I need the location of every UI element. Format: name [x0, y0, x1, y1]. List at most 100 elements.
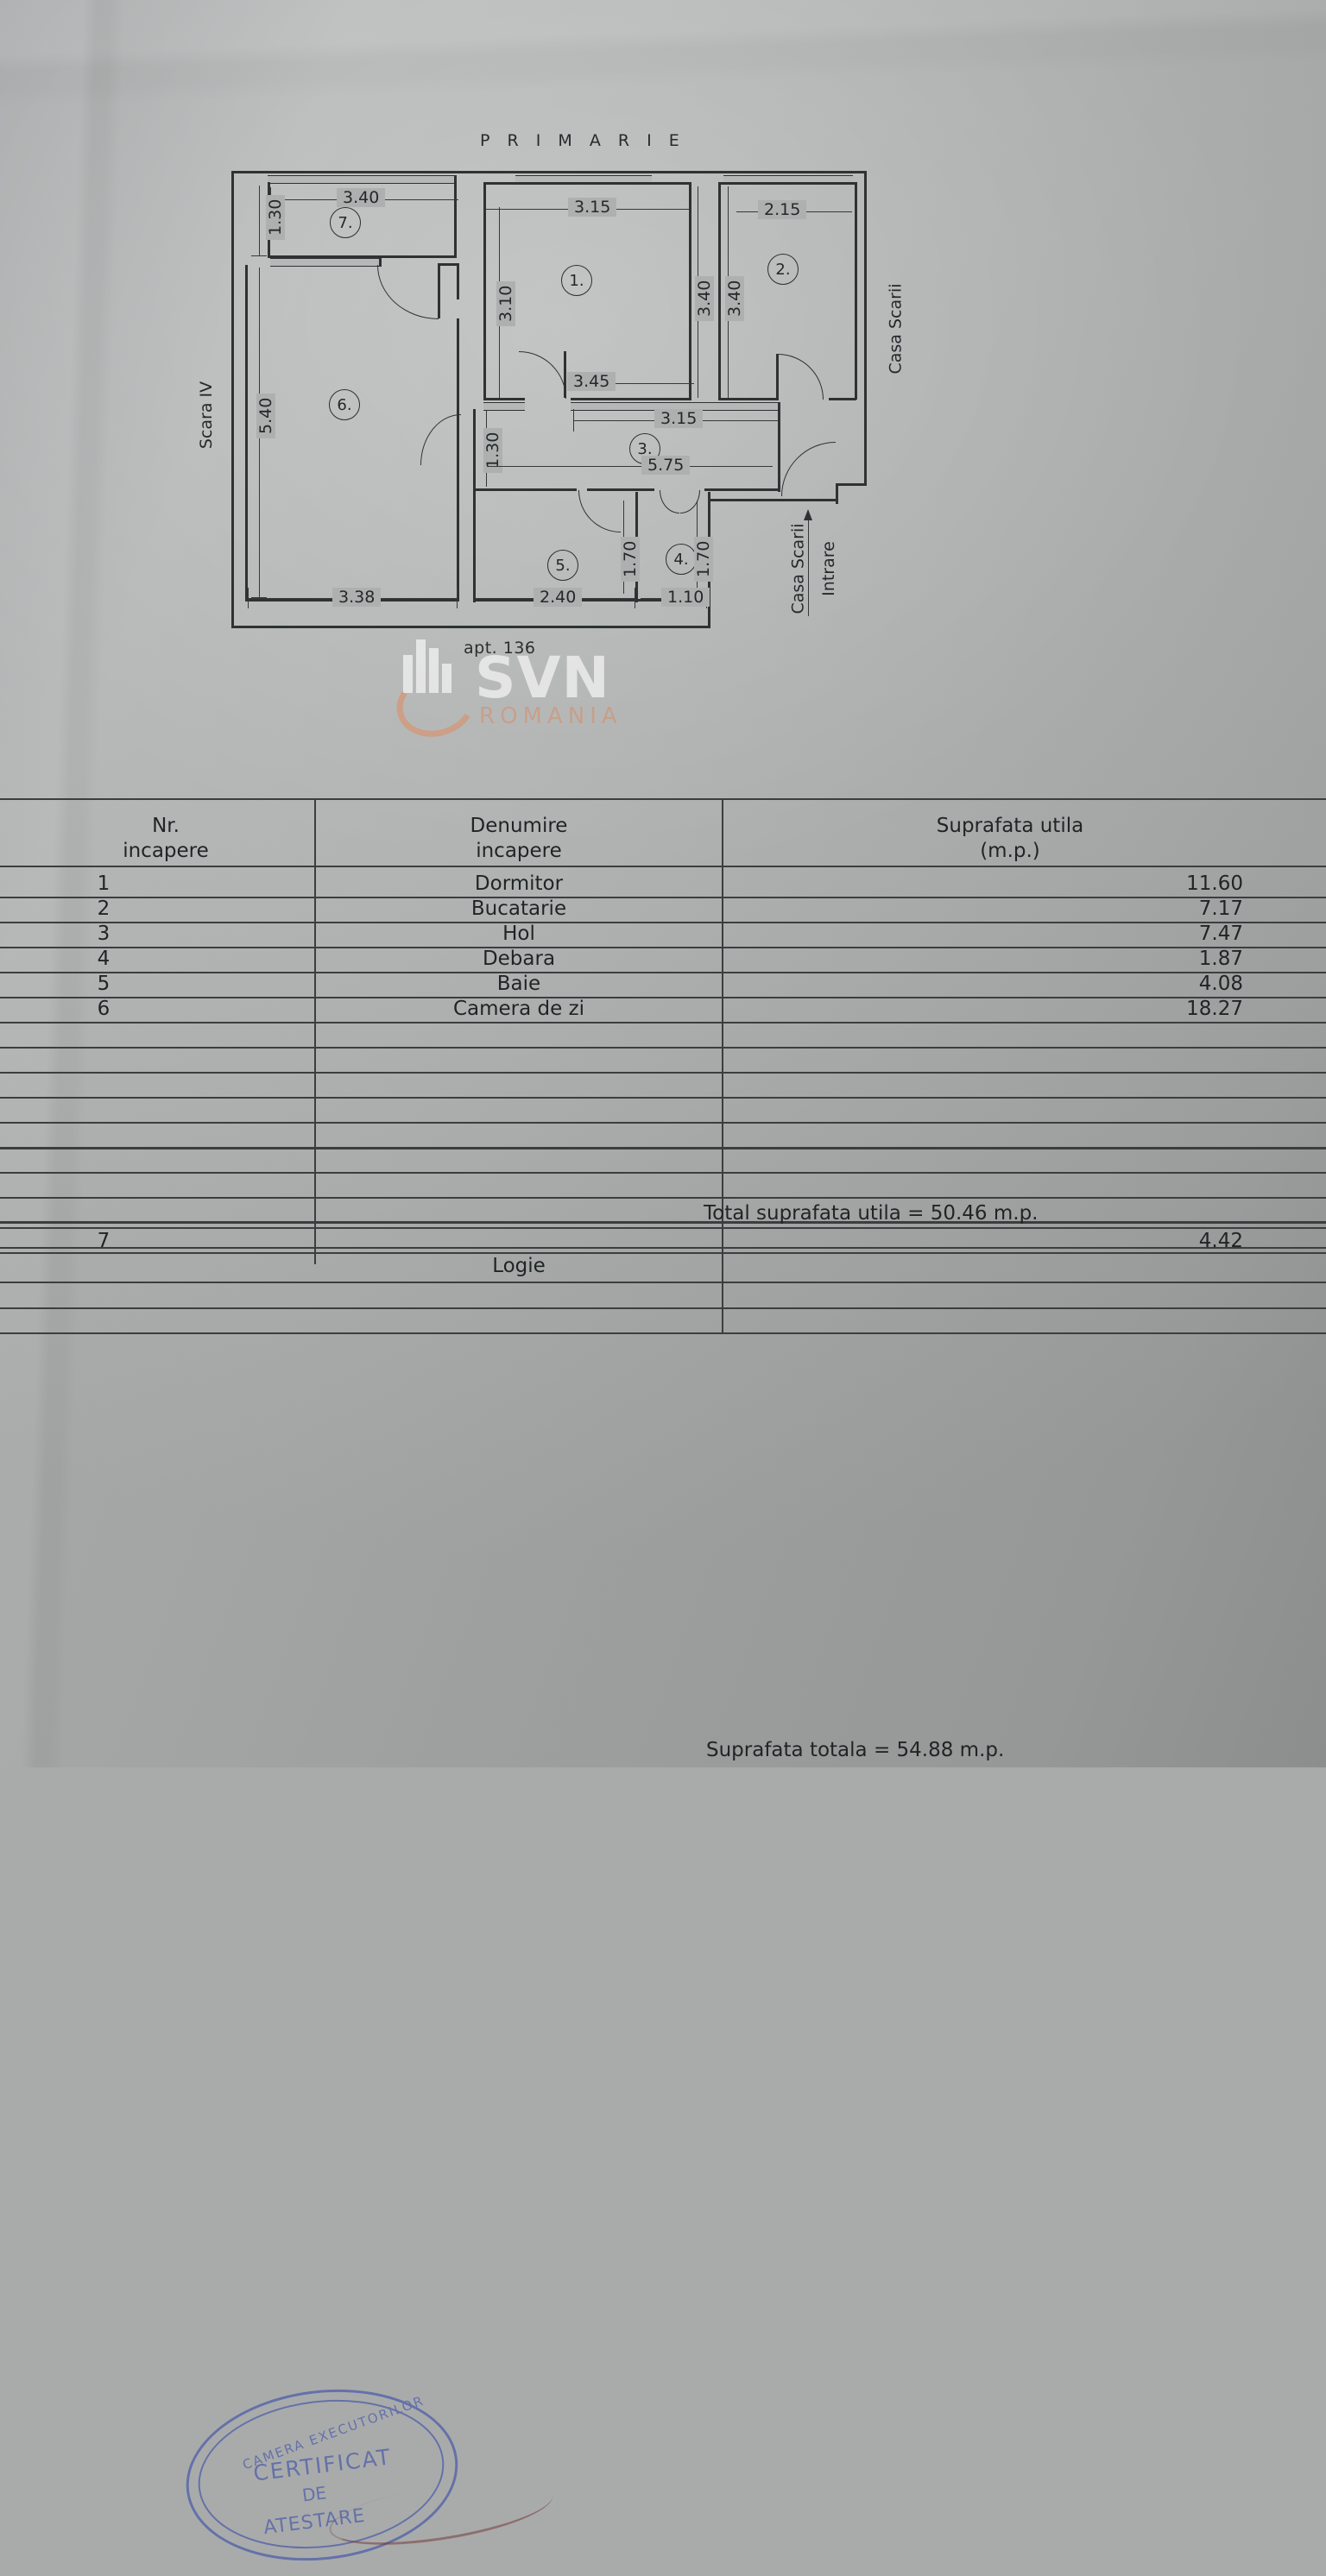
watermark-country: ROMANIA [479, 703, 622, 729]
table-rule-r6 [0, 1022, 1326, 1023]
header-nr-incapere: Nr. incapere [17, 814, 314, 864]
table-rule-f2 [0, 1332, 1326, 1334]
room-marker-4: 4. [666, 544, 697, 575]
table-row: 3 [97, 923, 110, 945]
dimtick-hall-top-l [573, 409, 575, 431]
table-row: 11.60 [1186, 872, 1243, 895]
table-rule-e2 [0, 1072, 1326, 1074]
table-row: 18.27 [1186, 998, 1243, 1020]
table-col-1 [314, 798, 316, 1264]
room1-wall-bottom [571, 398, 691, 400]
dim-room1-width-top: 3.15 [568, 198, 617, 217]
table-rule-f1 [0, 1307, 1326, 1309]
hall-wall-left [473, 409, 476, 492]
table-rule-e8 [0, 1222, 1326, 1224]
table-row: 7.17 [1198, 898, 1243, 920]
header-name-line2: incapere [476, 840, 562, 862]
wall-outer-top-right [710, 171, 867, 173]
dimline-room7-height [259, 186, 261, 256]
hall-wall-right-top [778, 402, 780, 492]
table-rule-r4 [0, 972, 1326, 973]
entrance-arrow-head [804, 509, 812, 520]
stamp-arc-text: CAMERA EXECUTORILOR [240, 2392, 426, 2473]
table-rule-total [0, 1227, 1326, 1229]
logie-name: Logie [492, 1255, 546, 1277]
dimtick-room7-h-b [251, 255, 267, 257]
dim-room7-height: 1.30 [266, 194, 285, 240]
room2-wall-top [718, 182, 856, 185]
room1-door-jamb [564, 351, 566, 398]
table-row: 4 [97, 948, 110, 970]
signature-mark [325, 2467, 558, 2558]
dim-room4-height: 1.70 [694, 536, 713, 582]
table-rule-e3 [0, 1097, 1326, 1099]
wall-outer-right [864, 171, 867, 483]
header-nr-line2: incapere [123, 840, 209, 862]
table-rule-top [0, 798, 1326, 800]
watermark-swoosh-icon [388, 662, 483, 746]
stamp-line3: ATESTARE [262, 2504, 367, 2540]
table-rule-r1 [0, 897, 1326, 898]
table-row: 5 [97, 973, 110, 995]
room2-wall-left [718, 182, 721, 400]
label-casa-scarii-bottom: Casa Scarii [788, 523, 808, 614]
dim-room3-width: 5.75 [641, 456, 691, 475]
dim-room5-height: 1.70 [621, 536, 640, 582]
table-row: 7.47 [1198, 923, 1243, 945]
wall-outer-top-left [231, 171, 478, 173]
table-row: 4.08 [1198, 973, 1243, 995]
table-rule-r5 [0, 997, 1326, 998]
room5-door-swing [578, 490, 621, 532]
wall-right-lower [836, 483, 867, 486]
header-area-line1: Suprafata utila [936, 815, 1084, 837]
table-rule-e9 [0, 1247, 1326, 1249]
table-row: Dormitor [474, 872, 564, 895]
wall-outer-top-mid [477, 171, 710, 173]
dimtick-room6-b [251, 597, 267, 599]
hall-wall-bottom-mid [587, 488, 654, 491]
dim-hall-width-top: 3.15 [654, 409, 704, 428]
room-marker-5: 5. [547, 550, 578, 581]
stamp-line2: DE [300, 2482, 328, 2506]
dim-room1-right: 3.40 [695, 275, 714, 321]
dim-room4-width: 1.10 [661, 588, 710, 607]
table-rule-e5 [0, 1147, 1326, 1149]
table-row: 1.87 [1198, 948, 1243, 970]
room2-door-jamb [776, 354, 779, 399]
room7-wall-right [454, 175, 457, 258]
room-schedule-table: Nr. incapere Denumire incapere Suprafata… [0, 798, 1326, 2576]
table-col-2 [722, 798, 723, 1333]
room6-wall-left [245, 265, 248, 601]
logie-nr: 7 [97, 1230, 110, 1252]
room-marker-2: 2. [767, 254, 799, 285]
room5-wall-left [473, 492, 476, 602]
hall-wall-top [483, 402, 525, 411]
table-row: 2 [97, 898, 110, 920]
header-nr-line1: Nr. [152, 815, 180, 837]
room1-door-swing [519, 351, 566, 399]
dim-room7-width: 3.40 [337, 188, 386, 207]
dimtick-r6b-r [457, 588, 458, 608]
notary-stamp: CAMERA EXECUTORILOR CERTIFICAT DE ATESTA… [176, 2374, 470, 2576]
wall-outer-left [231, 171, 234, 628]
wall-outer-bottom [231, 626, 708, 628]
table-rule-e7 [0, 1197, 1326, 1199]
dim-room6-height: 5.40 [256, 393, 275, 438]
dim-room6-width-bot: 3.38 [332, 588, 382, 607]
room-marker-7: 7. [330, 207, 361, 238]
header-denumire-incapere: Denumire incapere [318, 814, 720, 864]
total-suprafata-utila: Total suprafata utila = 50.46 m.p. [704, 1202, 1039, 1225]
table-row: 1 [97, 872, 110, 895]
room7-wall-top [268, 175, 456, 184]
header-name-line1: Denumire [470, 815, 568, 837]
room7-wall-bottom [268, 255, 456, 258]
room2-wall-bottom [718, 398, 779, 400]
room1-wall-right [689, 182, 691, 398]
room1-wall-bottom-left [483, 398, 525, 400]
floor-plan-drawing: P R I M A R I E [0, 0, 1326, 794]
table-rule-logie-top [0, 1252, 1326, 1254]
room-marker-6: 6. [329, 389, 360, 420]
table-row: Debara [482, 948, 556, 970]
table-rule-e1 [0, 1047, 1326, 1049]
table-row: 6 [97, 998, 110, 1020]
